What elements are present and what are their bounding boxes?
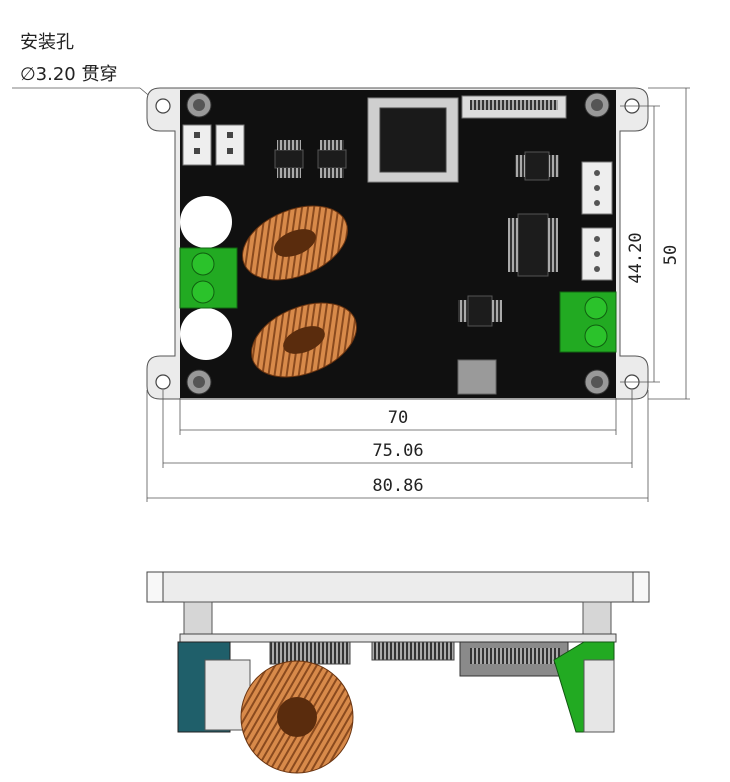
ic-soic-large <box>508 213 558 277</box>
ic-small-1 <box>274 140 304 178</box>
terminal-block-left <box>179 247 238 309</box>
capacitor-bottom <box>180 308 232 360</box>
terminal-block-right <box>559 291 617 353</box>
screw-bottom-left <box>186 369 212 395</box>
dim-label-7506: 75.06 <box>372 441 423 461</box>
side-chip-row <box>371 641 455 661</box>
side-top-plate <box>146 571 650 603</box>
side-pcb <box>179 633 617 643</box>
dim-label-50: 50 <box>661 245 681 265</box>
inductor-bottom <box>251 302 357 378</box>
screw-top-right <box>584 92 610 118</box>
mount-hole-top-left <box>155 98 171 114</box>
side-view <box>146 571 650 774</box>
ic-soic-middle <box>458 295 502 327</box>
connector-3pin-a <box>581 161 613 215</box>
inductor-top <box>242 205 348 281</box>
screw-top-left <box>186 92 212 118</box>
dim-label-4420: 44.20 <box>626 232 646 283</box>
ribbon-connector <box>461 95 567 119</box>
standoff-left <box>183 601 213 635</box>
connector-2pin-b <box>215 124 245 166</box>
capacitor-top <box>180 196 232 248</box>
standoff-right <box>582 601 612 635</box>
horizontal-dimensions: 70 75.06 80.86 <box>146 390 649 502</box>
annotation-spec: ∅3.20 贯穿 <box>20 64 117 85</box>
dim-label-70: 70 <box>388 408 408 428</box>
ic-soic-top <box>515 151 559 181</box>
side-inductor <box>240 660 354 774</box>
vertical-dimensions: 44.20 50 <box>620 87 690 400</box>
top-view <box>146 87 649 400</box>
ic-small-2 <box>317 140 347 178</box>
mount-hole-bottom-left <box>155 374 171 390</box>
mounting-hole-annotation: 安装孔 ∅3.20 贯穿 <box>12 32 161 106</box>
grey-component <box>457 359 497 395</box>
screw-bottom-right <box>584 369 610 395</box>
dim-label-8086: 80.86 <box>372 476 423 496</box>
microcontroller-chip <box>367 97 459 183</box>
connector-2pin-a <box>182 124 212 166</box>
connector-3pin-b <box>581 227 613 281</box>
annotation-title: 安装孔 <box>20 32 74 53</box>
